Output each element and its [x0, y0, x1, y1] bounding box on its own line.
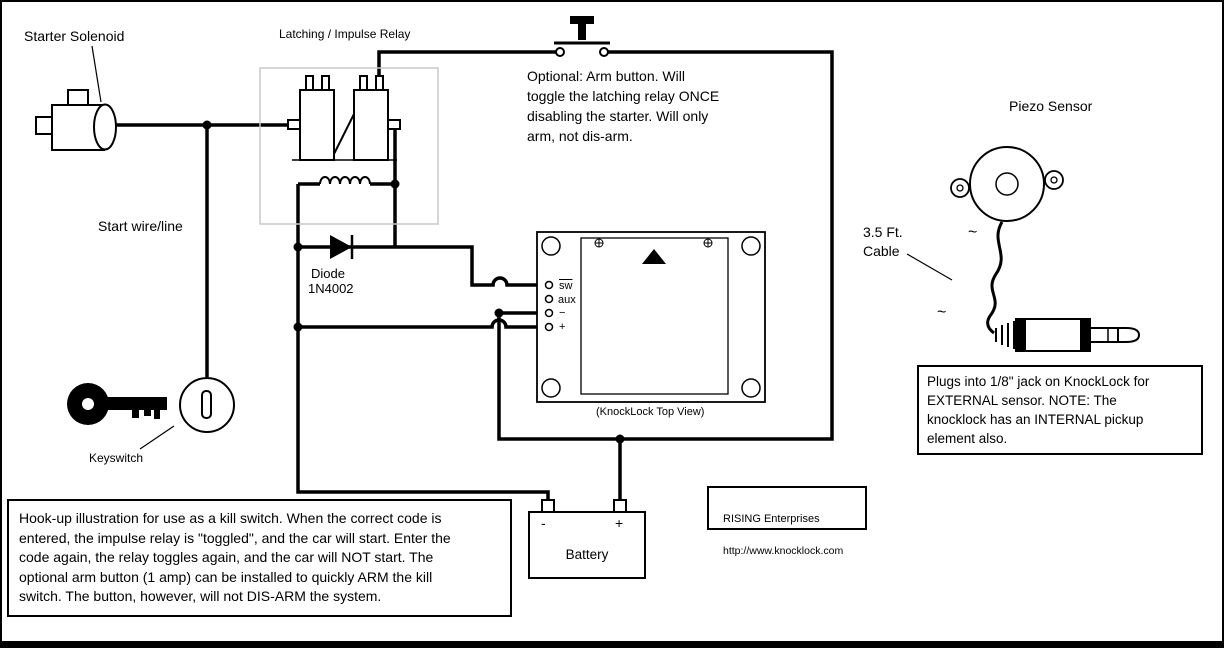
- junction-dots: [202, 120, 625, 444]
- relay-symbol: [259, 67, 439, 225]
- terminal-label-plus: +: [559, 321, 566, 333]
- piezo-sensor-label: Piezo Sensor: [1009, 98, 1093, 114]
- wires: [116, 50, 834, 500]
- pointer-lines: [91, 45, 953, 450]
- terminal-label-minus: −: [559, 307, 566, 319]
- sensor-cable: [986, 221, 1004, 335]
- starter-solenoid-symbol: [35, 89, 117, 151]
- key-symbol: [67, 383, 167, 425]
- starter-solenoid-label: Starter Solenoid: [24, 28, 125, 44]
- arm-button-note: Optional: Arm button. Will toggle the la…: [527, 68, 720, 144]
- arm-button-symbol: [554, 16, 610, 57]
- battery-plus-label: +: [615, 515, 624, 531]
- audio-plug-symbol: [995, 318, 1141, 352]
- cable-tilde-upper: ~: [968, 224, 978, 241]
- cable-length-label: 3.5 Ft. Cable: [863, 224, 903, 259]
- triangle-logo: [642, 249, 666, 264]
- battery-caption: Battery: [565, 547, 609, 562]
- screw-marks: [594, 238, 713, 248]
- terminal-label-aux: aux: [558, 294, 576, 306]
- knocklock-caption: (KnockLock Top View): [596, 406, 705, 418]
- plug-note-box: Plugs into 1/8" jack on KnockLock for EX…: [917, 365, 1203, 455]
- killswitch-note-box: Hook-up illustration for use as a kill s…: [7, 499, 512, 617]
- company-url: http://www.knocklock.com: [723, 545, 844, 557]
- start-wire-label: Start wire/line: [98, 218, 183, 234]
- piezo-sensor-symbol: [950, 146, 1064, 222]
- coil-symbol: [319, 176, 371, 185]
- battery-minus-label: -: [541, 515, 546, 531]
- terminal-holes: [544, 280, 554, 332]
- company-box: RISING Enterprises http://www.knocklock.…: [707, 486, 867, 557]
- diode-symbol: [330, 235, 354, 259]
- latching-relay-label: Latching / Impulse Relay: [279, 27, 411, 41]
- battery-symbol: [528, 499, 646, 579]
- keyswitch-label: Keyswitch: [89, 451, 144, 465]
- keyswitch-symbol: [179, 377, 235, 433]
- knocklock-module: [536, 231, 766, 403]
- cable-tilde-lower: ~: [937, 304, 947, 321]
- diagram-canvas: [35, 16, 1141, 579]
- diode-label: Diode: [311, 266, 345, 281]
- diode-part-label: 1N4002: [308, 281, 354, 296]
- company-name: RISING Enterprises: [723, 513, 820, 525]
- terminal-label-sw: sw: [559, 280, 573, 292]
